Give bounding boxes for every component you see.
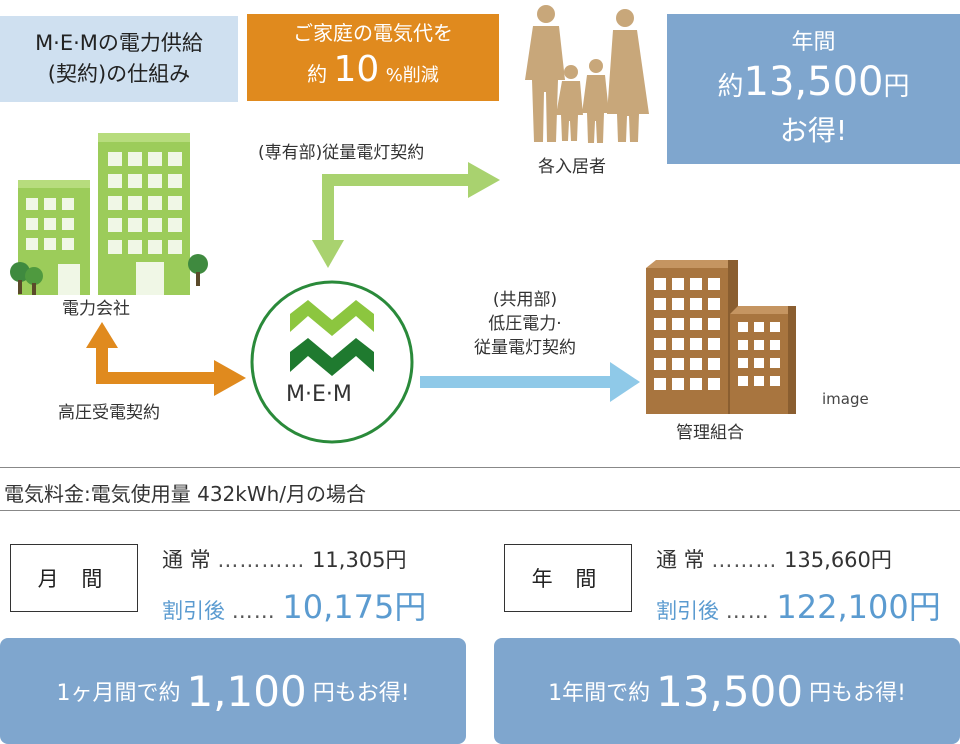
common-line1: (共用部) bbox=[492, 290, 558, 310]
annual-line1: 年間 bbox=[791, 29, 836, 55]
monthly-discount-label: 割引後 bbox=[162, 599, 225, 623]
monthly-savings-suffix: 円もお得! bbox=[312, 681, 410, 706]
monthly-savings-amount: 1,100 bbox=[186, 666, 307, 716]
residents-label: 各入居者 bbox=[538, 157, 606, 177]
common-line3: 従量電灯契約 bbox=[474, 338, 576, 358]
yearly-discount-label: 割引後 bbox=[656, 599, 719, 623]
monthly-normal-label: 通 常 bbox=[162, 548, 211, 572]
common-line2: 低圧電力· bbox=[488, 314, 562, 334]
promo-line2: 約 10 %削減 bbox=[307, 48, 439, 98]
annual-line3: お得! bbox=[779, 113, 848, 147]
monthly-discount-value: 10,175円 bbox=[282, 588, 427, 626]
condition-text: 電気料金:電気使用量 432kWh/月の場合 bbox=[4, 482, 367, 506]
annual-savings-box: 年間 約13,500円 お得! bbox=[667, 14, 960, 164]
yearly-label-box: 年 間 bbox=[504, 544, 632, 612]
yearly-savings-prefix: 1年間で約 bbox=[548, 681, 651, 706]
yearly-discount-value: 122,100円 bbox=[776, 588, 941, 626]
monthly-normal-value: 11,305円 bbox=[312, 548, 407, 572]
yearly-normal-dots: ……… bbox=[711, 548, 778, 572]
divider-bottom bbox=[0, 510, 960, 511]
monthly-savings-banner: 1ヶ月間で約 1,100 円もお得! bbox=[0, 638, 466, 744]
promo-suffix: %削減 bbox=[385, 64, 439, 86]
divider-top bbox=[0, 467, 960, 468]
yearly-discount-dots: …… bbox=[725, 599, 770, 623]
diagram-graphics bbox=[10, 5, 796, 444]
monthly-discount-dots: …… bbox=[231, 599, 276, 623]
blue-arrow bbox=[420, 362, 640, 402]
annual-unit: 円 bbox=[883, 71, 910, 102]
promo-number: 10 bbox=[333, 48, 380, 90]
promo-prefix: 約 bbox=[307, 61, 328, 86]
image-note: image bbox=[822, 390, 869, 408]
annual-line2: 約13,500円 bbox=[718, 58, 910, 111]
monthly-discount-row: 割引後 …… 10,175円 bbox=[162, 582, 426, 628]
monthly-normal-dots: ………… bbox=[217, 548, 306, 572]
monthly-savings-prefix: 1ヶ月間で約 bbox=[56, 681, 181, 706]
title-box: M·E·Mの電力供給 (契約)の仕組み bbox=[0, 16, 238, 102]
yearly-savings-amount: 13,500 bbox=[656, 666, 804, 716]
monthly-normal-row: 通 常 ………… 11,305円 bbox=[162, 544, 407, 574]
monthly-label-box: 月 間 bbox=[10, 544, 138, 612]
high-voltage-label: 高圧受電契約 bbox=[58, 403, 160, 423]
power-company-building-icon bbox=[10, 133, 208, 295]
title-line2: (契約)の仕組み bbox=[47, 62, 191, 86]
management-label: 管理組合 bbox=[676, 423, 744, 443]
yearly-normal-row: 通 常 ……… 135,660円 bbox=[656, 544, 892, 574]
yearly-normal-value: 135,660円 bbox=[784, 548, 892, 572]
annual-prefix: 約 bbox=[717, 71, 744, 102]
mem-logo bbox=[250, 280, 414, 444]
yearly-savings-banner: 1年間で約 13,500 円もお得! bbox=[494, 638, 960, 744]
power-company-label: 電力会社 bbox=[62, 299, 130, 319]
promo-line1: ご家庭の電気代を bbox=[293, 20, 453, 45]
residents-icon bbox=[525, 5, 649, 143]
annual-amount: 13,500 bbox=[743, 58, 884, 105]
yearly-normal-label: 通 常 bbox=[656, 548, 705, 572]
promo-box: ご家庭の電気代を 約 10 %削減 bbox=[247, 14, 499, 101]
mem-logo-text: M·E·M bbox=[286, 382, 352, 407]
green-arrows bbox=[312, 162, 500, 268]
yearly-savings-suffix: 円もお得! bbox=[809, 681, 906, 706]
yearly-discount-row: 割引後 …… 122,100円 bbox=[656, 582, 941, 628]
title-line1: M·E·Mの電力供給 bbox=[35, 31, 203, 55]
common-contract-label: (共用部) 低圧電力· 従量電灯契約 bbox=[440, 288, 610, 360]
management-building-icon bbox=[646, 260, 796, 414]
private-contract-label: (専有部)従量電灯契約 bbox=[258, 143, 425, 163]
orange-arrows bbox=[86, 322, 246, 396]
